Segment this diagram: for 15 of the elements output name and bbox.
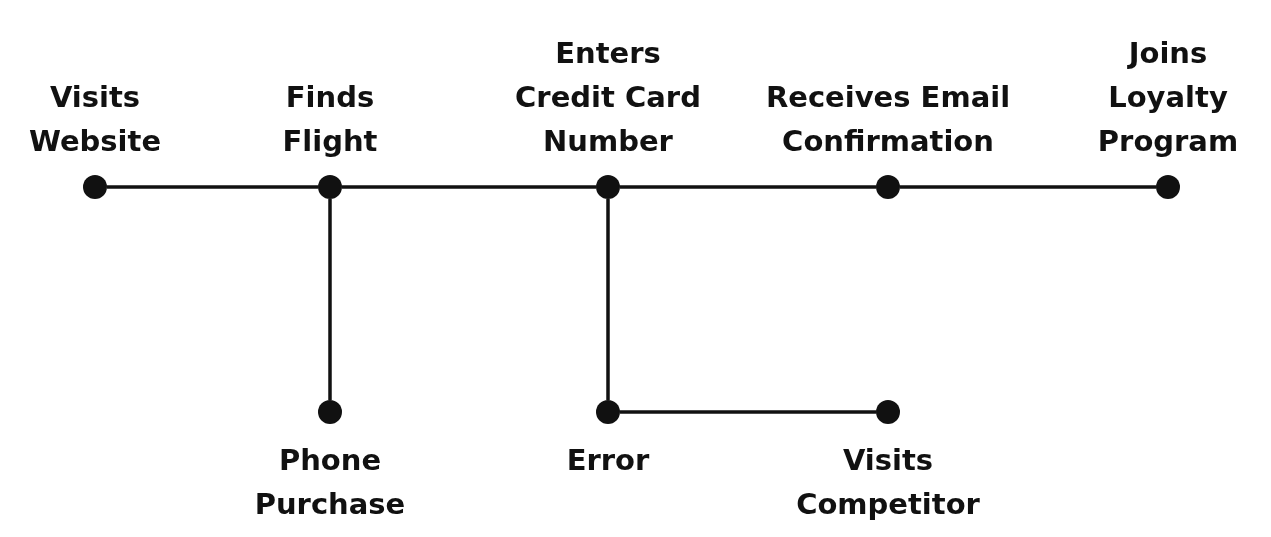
connector-line [107,185,318,189]
step-label: Error [565,442,651,479]
connector-line [620,185,876,189]
connector-line [900,185,1156,189]
step-label: Finds Flight [281,79,379,160]
step-label: Phone Purchase [253,442,407,523]
step-label: Receives Email Confirmation [765,79,1011,160]
step-label: Joins Loyalty Program [1096,35,1240,160]
step-label: Visits Competitor [795,442,981,523]
step-label: Enters Credit Card Number [514,35,702,160]
step-label: Visits Website [27,79,163,160]
connector-line [328,199,332,400]
connector-line [620,410,876,414]
connector-line [606,199,610,400]
connector-line [342,185,596,189]
